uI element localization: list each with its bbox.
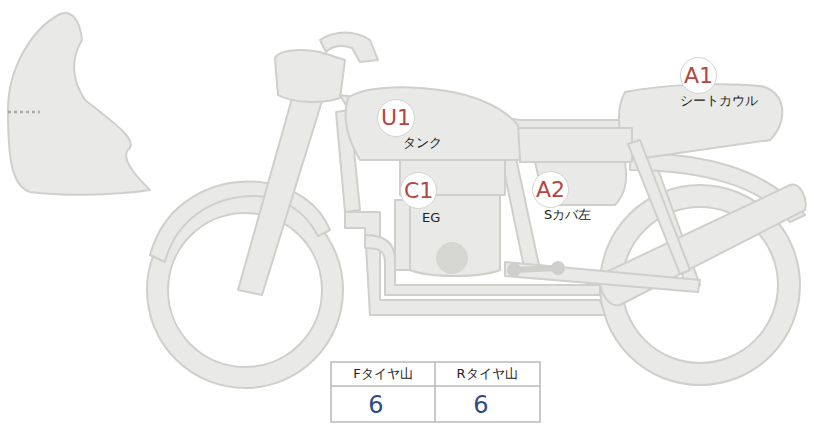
callout-number: C1 xyxy=(404,180,433,202)
callout-circle: U1 xyxy=(377,99,415,137)
part-name: EG xyxy=(422,210,440,226)
table-value: 6 xyxy=(473,391,488,419)
callout-circle: C1 xyxy=(400,172,437,209)
callout-marker: C1EG xyxy=(400,172,436,208)
callout-number: A2 xyxy=(536,179,565,201)
callout-marker: A1シートカウル xyxy=(680,57,716,93)
callout-marker: U1タンク xyxy=(377,99,413,135)
callout-circle: A2 xyxy=(532,171,569,208)
part-name: Sカバ左 xyxy=(544,207,591,223)
tire-table xyxy=(331,362,540,422)
callout-circle: A1 xyxy=(680,57,717,94)
table-value: 6 xyxy=(368,391,383,419)
callout-marker: A2Sカバ左 xyxy=(532,171,568,207)
part-name: シートカウル xyxy=(680,93,758,109)
callout-number: A1 xyxy=(684,65,713,87)
callout-number: U1 xyxy=(381,107,411,129)
table-header: Fタイヤ山 xyxy=(353,365,412,383)
table-header: Rタイヤ山 xyxy=(456,365,517,383)
part-name: タンク xyxy=(403,135,442,151)
